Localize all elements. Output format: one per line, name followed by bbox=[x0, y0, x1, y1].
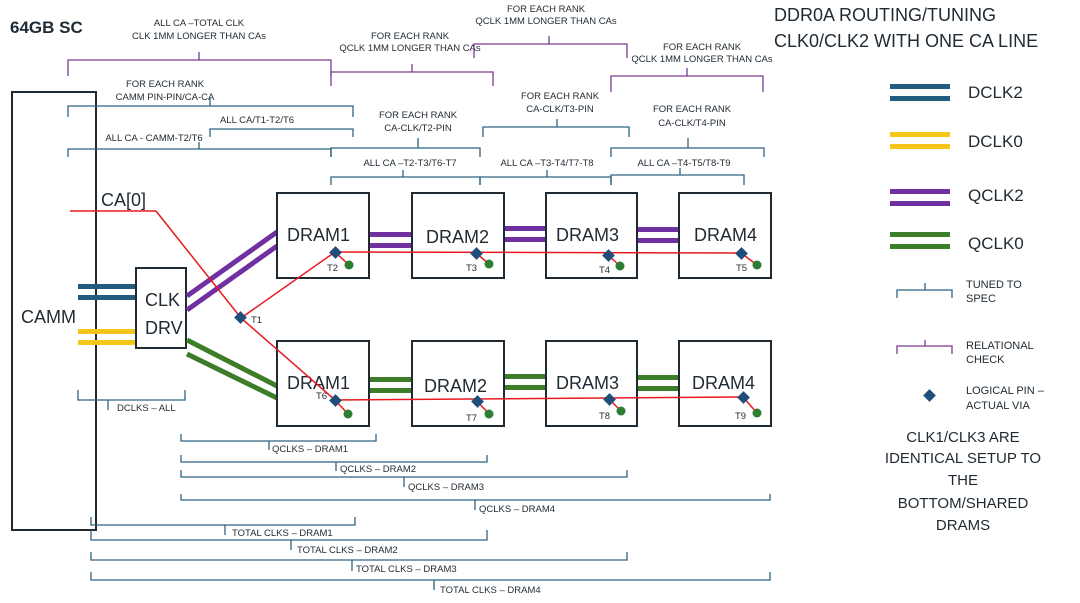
legend-dclk2-label: DCLK2 bbox=[968, 83, 1023, 102]
logical-pins bbox=[234, 246, 750, 408]
legend-relational-line2: CHECK bbox=[966, 354, 1005, 366]
rel-check-4-line1: FOR EACH RANK bbox=[663, 42, 742, 53]
legend-qclk0: QCLK0 bbox=[890, 232, 1024, 253]
legend-pin-line2: ACTUAL VIA bbox=[966, 400, 1030, 412]
tuned-brackets-top: FOR EACH RANK CAMM PIN-PIN/CA-CA ALL CA/… bbox=[67, 79, 765, 185]
pin-t1-label: T1 bbox=[251, 315, 262, 326]
diagram-title-line1: DDR0A ROUTING/TUNING bbox=[774, 5, 996, 25]
rel-check-2-line2: QCLK 1MM LONGER THAN CAs bbox=[339, 43, 481, 54]
qclk0-segments bbox=[369, 374, 679, 393]
tuned-top-4-line2: CA-CLK/T2-PIN bbox=[384, 123, 452, 134]
top-dram-row: DRAM1 DRAM2 DRAM3 DRAM4 bbox=[276, 192, 772, 279]
legend-pin: LOGICAL PIN – ACTUAL VIA bbox=[923, 385, 1045, 412]
legend-relational-line1: RELATIONAL bbox=[966, 340, 1034, 352]
tuned-top-3-line1: ALL CA - CAMM-T2/T6 bbox=[105, 133, 202, 144]
tuned-bottom-7: TOTAL CLKS – DRAM2 bbox=[297, 545, 398, 556]
tuned-top-8-line1: ALL CA –T3-T4/T7-T8 bbox=[500, 158, 593, 169]
legend-tuned-line1: TUNED TO bbox=[966, 279, 1022, 291]
tuned-bottom-6: TOTAL CLKS – DRAM1 bbox=[232, 528, 333, 539]
rel-check-4-line2: QCLK 1MM LONGER THAN CAs bbox=[631, 54, 773, 65]
camm-block bbox=[11, 91, 97, 531]
camm-label: CAMM bbox=[21, 307, 76, 327]
legend-qclk2: QCLK2 bbox=[890, 186, 1024, 206]
tuned-brackets-bottom: DCLKS – ALL QCLKS – DRAM1 QCLKS – DRAM2 … bbox=[77, 390, 771, 596]
legend-note-line5: DRAMS bbox=[936, 517, 990, 534]
legend-pin-line1: LOGICAL PIN – bbox=[966, 385, 1045, 397]
top-dram4-box bbox=[678, 192, 772, 279]
tuned-bottom-9: TOTAL CLKS – DRAM4 bbox=[440, 585, 541, 596]
top-dram4-label: DRAM4 bbox=[694, 225, 757, 245]
tuned-bottom-5: QCLKS – DRAM4 bbox=[479, 504, 555, 515]
pin-t9-label: T9 bbox=[735, 411, 746, 422]
bottom-dram4-label: DRAM4 bbox=[692, 373, 755, 393]
rel-check-2-line1: FOR EACH RANK bbox=[371, 31, 450, 42]
tuned-bottom-4: QCLKS – DRAM3 bbox=[408, 482, 484, 493]
pin-t8-label: T8 bbox=[599, 411, 610, 422]
legend-relational: RELATIONAL CHECK bbox=[896, 340, 1034, 366]
legend-note-line4: BOTTOM/SHARED bbox=[898, 495, 1029, 512]
pin-t4-label: T4 bbox=[599, 265, 610, 276]
legend-tuned: TUNED TO SPEC bbox=[896, 279, 1022, 305]
tuned-top-5-line2: CA-CLK/T3-PIN bbox=[526, 104, 594, 115]
legend-note: CLK1/CLK3 ARE IDENTICAL SETUP TO THE BOT… bbox=[885, 429, 1041, 534]
rel-check-3-line2: QCLK 1MM LONGER THAN CAs bbox=[475, 16, 617, 27]
bottom-dram-row: DRAM1 DRAM2 DRAM3 DRAM4 bbox=[276, 340, 772, 427]
pin-t3-label: T3 bbox=[466, 263, 477, 274]
pin-t7-label: T7 bbox=[466, 413, 477, 424]
top-dram2-label: DRAM2 bbox=[426, 227, 489, 247]
top-dram1-box bbox=[276, 192, 370, 279]
bottom-dram2-label: DRAM2 bbox=[424, 376, 487, 396]
legend-dclk2: DCLK2 bbox=[890, 83, 1023, 102]
qclk2-segments bbox=[369, 226, 679, 248]
legend-tuned-line2: SPEC bbox=[966, 293, 996, 305]
pin-t5-label: T5 bbox=[736, 263, 747, 274]
legend-qclk2-label: QCLK2 bbox=[968, 186, 1024, 205]
legend-dclk0: DCLK0 bbox=[890, 132, 1023, 151]
dclk0-lines bbox=[78, 329, 136, 345]
tuned-top-6-line2: CA-CLK/T4-PIN bbox=[658, 118, 726, 129]
legend-note-line3: THE bbox=[948, 472, 978, 489]
tuned-top-1-line1: FOR EACH RANK bbox=[126, 79, 205, 90]
tuned-bottom-8: TOTAL CLKS – DRAM3 bbox=[356, 564, 457, 575]
diagram-title-line2: CLK0/CLK2 WITH ONE CA LINE bbox=[774, 31, 1038, 51]
tuned-bottom-3: QCLKS – DRAM2 bbox=[340, 464, 416, 475]
tuned-top-2-line1: ALL CA/T1-T2/T6 bbox=[220, 115, 294, 126]
qclk2-diagonal bbox=[185, 229, 279, 313]
bottom-dram3-label: DRAM3 bbox=[556, 373, 619, 393]
board-title: 64GB SC bbox=[10, 18, 83, 37]
tuned-top-6-line1: FOR EACH RANK bbox=[653, 104, 732, 115]
rel-check-1-line2: CLK 1MM LONGER THAN CAs bbox=[132, 31, 266, 42]
vias bbox=[343, 259, 762, 419]
legend-note-line2: IDENTICAL SETUP TO bbox=[885, 450, 1041, 467]
tuned-bottom-1: DCLKS – ALL bbox=[117, 403, 176, 414]
top-dram3-label: DRAM3 bbox=[556, 225, 619, 245]
clk-drv-label-line2: DRV bbox=[145, 318, 183, 338]
pin-t2-label: T2 bbox=[327, 263, 338, 274]
top-dram1-label: DRAM1 bbox=[287, 225, 350, 245]
clk-drv-block bbox=[135, 267, 187, 349]
pin-labels: T1 T2 T3 T4 T5 T6 T7 T8 T9 bbox=[251, 263, 747, 424]
bottom-dram1-label: DRAM1 bbox=[287, 373, 350, 393]
legend-dclk0-label: DCLK0 bbox=[968, 132, 1023, 151]
bottom-dram1-box bbox=[276, 340, 370, 427]
tuned-top-9-line1: ALL CA –T4-T5/T8-T9 bbox=[637, 158, 730, 169]
clk-drv-label-line1: CLK bbox=[145, 290, 180, 310]
legend-qclk0-label: QCLK0 bbox=[968, 234, 1024, 253]
tuned-top-5-line1: FOR EACH RANK bbox=[521, 91, 600, 102]
tuned-bottom-2: QCLKS – DRAM1 bbox=[272, 444, 348, 455]
rel-check-1-line1: ALL CA –TOTAL CLK bbox=[154, 18, 245, 29]
dclk2-lines bbox=[78, 284, 136, 300]
legend: DCLK2 DCLK0 QCLK2 QCLK0 TUNED TO SPEC RE… bbox=[885, 83, 1045, 534]
tuned-top-4-line1: FOR EACH RANK bbox=[379, 110, 458, 121]
legend-note-line1: CLK1/CLK3 ARE bbox=[906, 429, 1019, 446]
ca-line-label: CA[0] bbox=[101, 190, 146, 210]
qclk0-diagonal bbox=[185, 337, 279, 401]
relational-brackets: ALL CA –TOTAL CLK CLK 1MM LONGER THAN CA… bbox=[67, 4, 773, 92]
tuned-top-1-line2: CAMM PIN-PIN/CA-CA bbox=[116, 92, 215, 103]
tuned-top-7-line1: ALL CA –T2-T3/T6-T7 bbox=[363, 158, 456, 169]
pin-t6-label: T6 bbox=[316, 391, 327, 402]
rel-check-3-line1: FOR EACH RANK bbox=[507, 4, 586, 15]
